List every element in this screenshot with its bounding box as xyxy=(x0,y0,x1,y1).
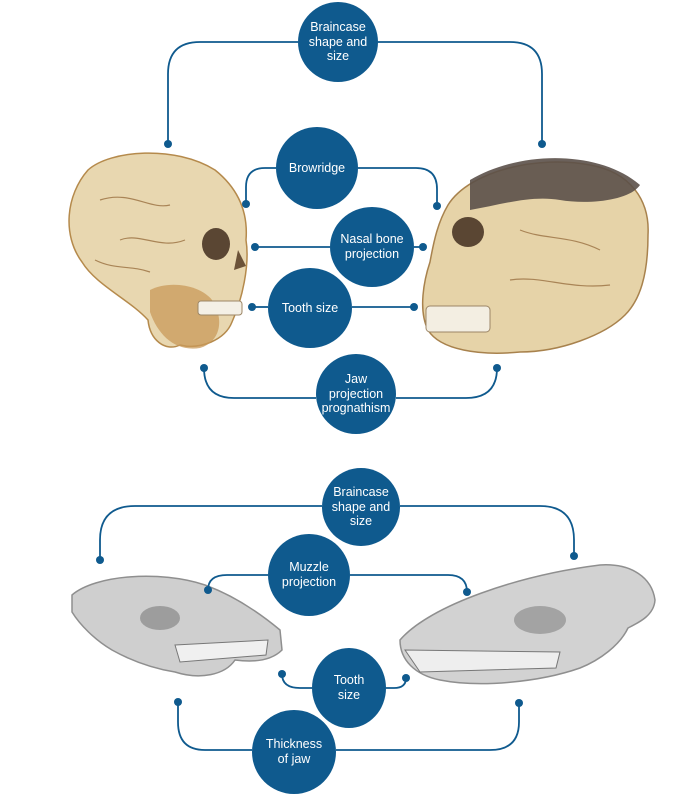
hominin-browridge-label: Browridge xyxy=(283,161,351,176)
hominin-jaw-node: Jaw projection prognathism xyxy=(316,354,396,434)
hominin-nasal-label: Nasal bone projection xyxy=(334,232,409,262)
canid-tooth-label: Tooth size xyxy=(328,673,371,703)
hominin-braincase-node: Braincase shape and size xyxy=(298,2,378,82)
hominin-braincase-label: Braincase shape and size xyxy=(303,20,373,64)
hominin-tooth-label: Tooth size xyxy=(276,301,344,316)
hominin-tooth-node: Tooth size xyxy=(268,268,352,348)
canid-jaw-node: Thickness of jaw xyxy=(252,710,336,794)
hominin-nasal-node: Nasal bone projection xyxy=(330,207,414,287)
canid-muzzle-label: Muzzle projection xyxy=(276,560,342,590)
canid-braincase-label: Braincase shape and size xyxy=(326,485,396,529)
canid-jaw-label: Thickness of jaw xyxy=(260,737,328,767)
canid-tooth-node: Tooth size xyxy=(312,648,386,728)
hominin-jaw-label: Jaw projection prognathism xyxy=(316,372,397,416)
canid-muzzle-node: Muzzle projection xyxy=(268,534,350,616)
canid-braincase-node: Braincase shape and size xyxy=(322,468,400,546)
hominin-browridge-node: Browridge xyxy=(276,127,358,209)
